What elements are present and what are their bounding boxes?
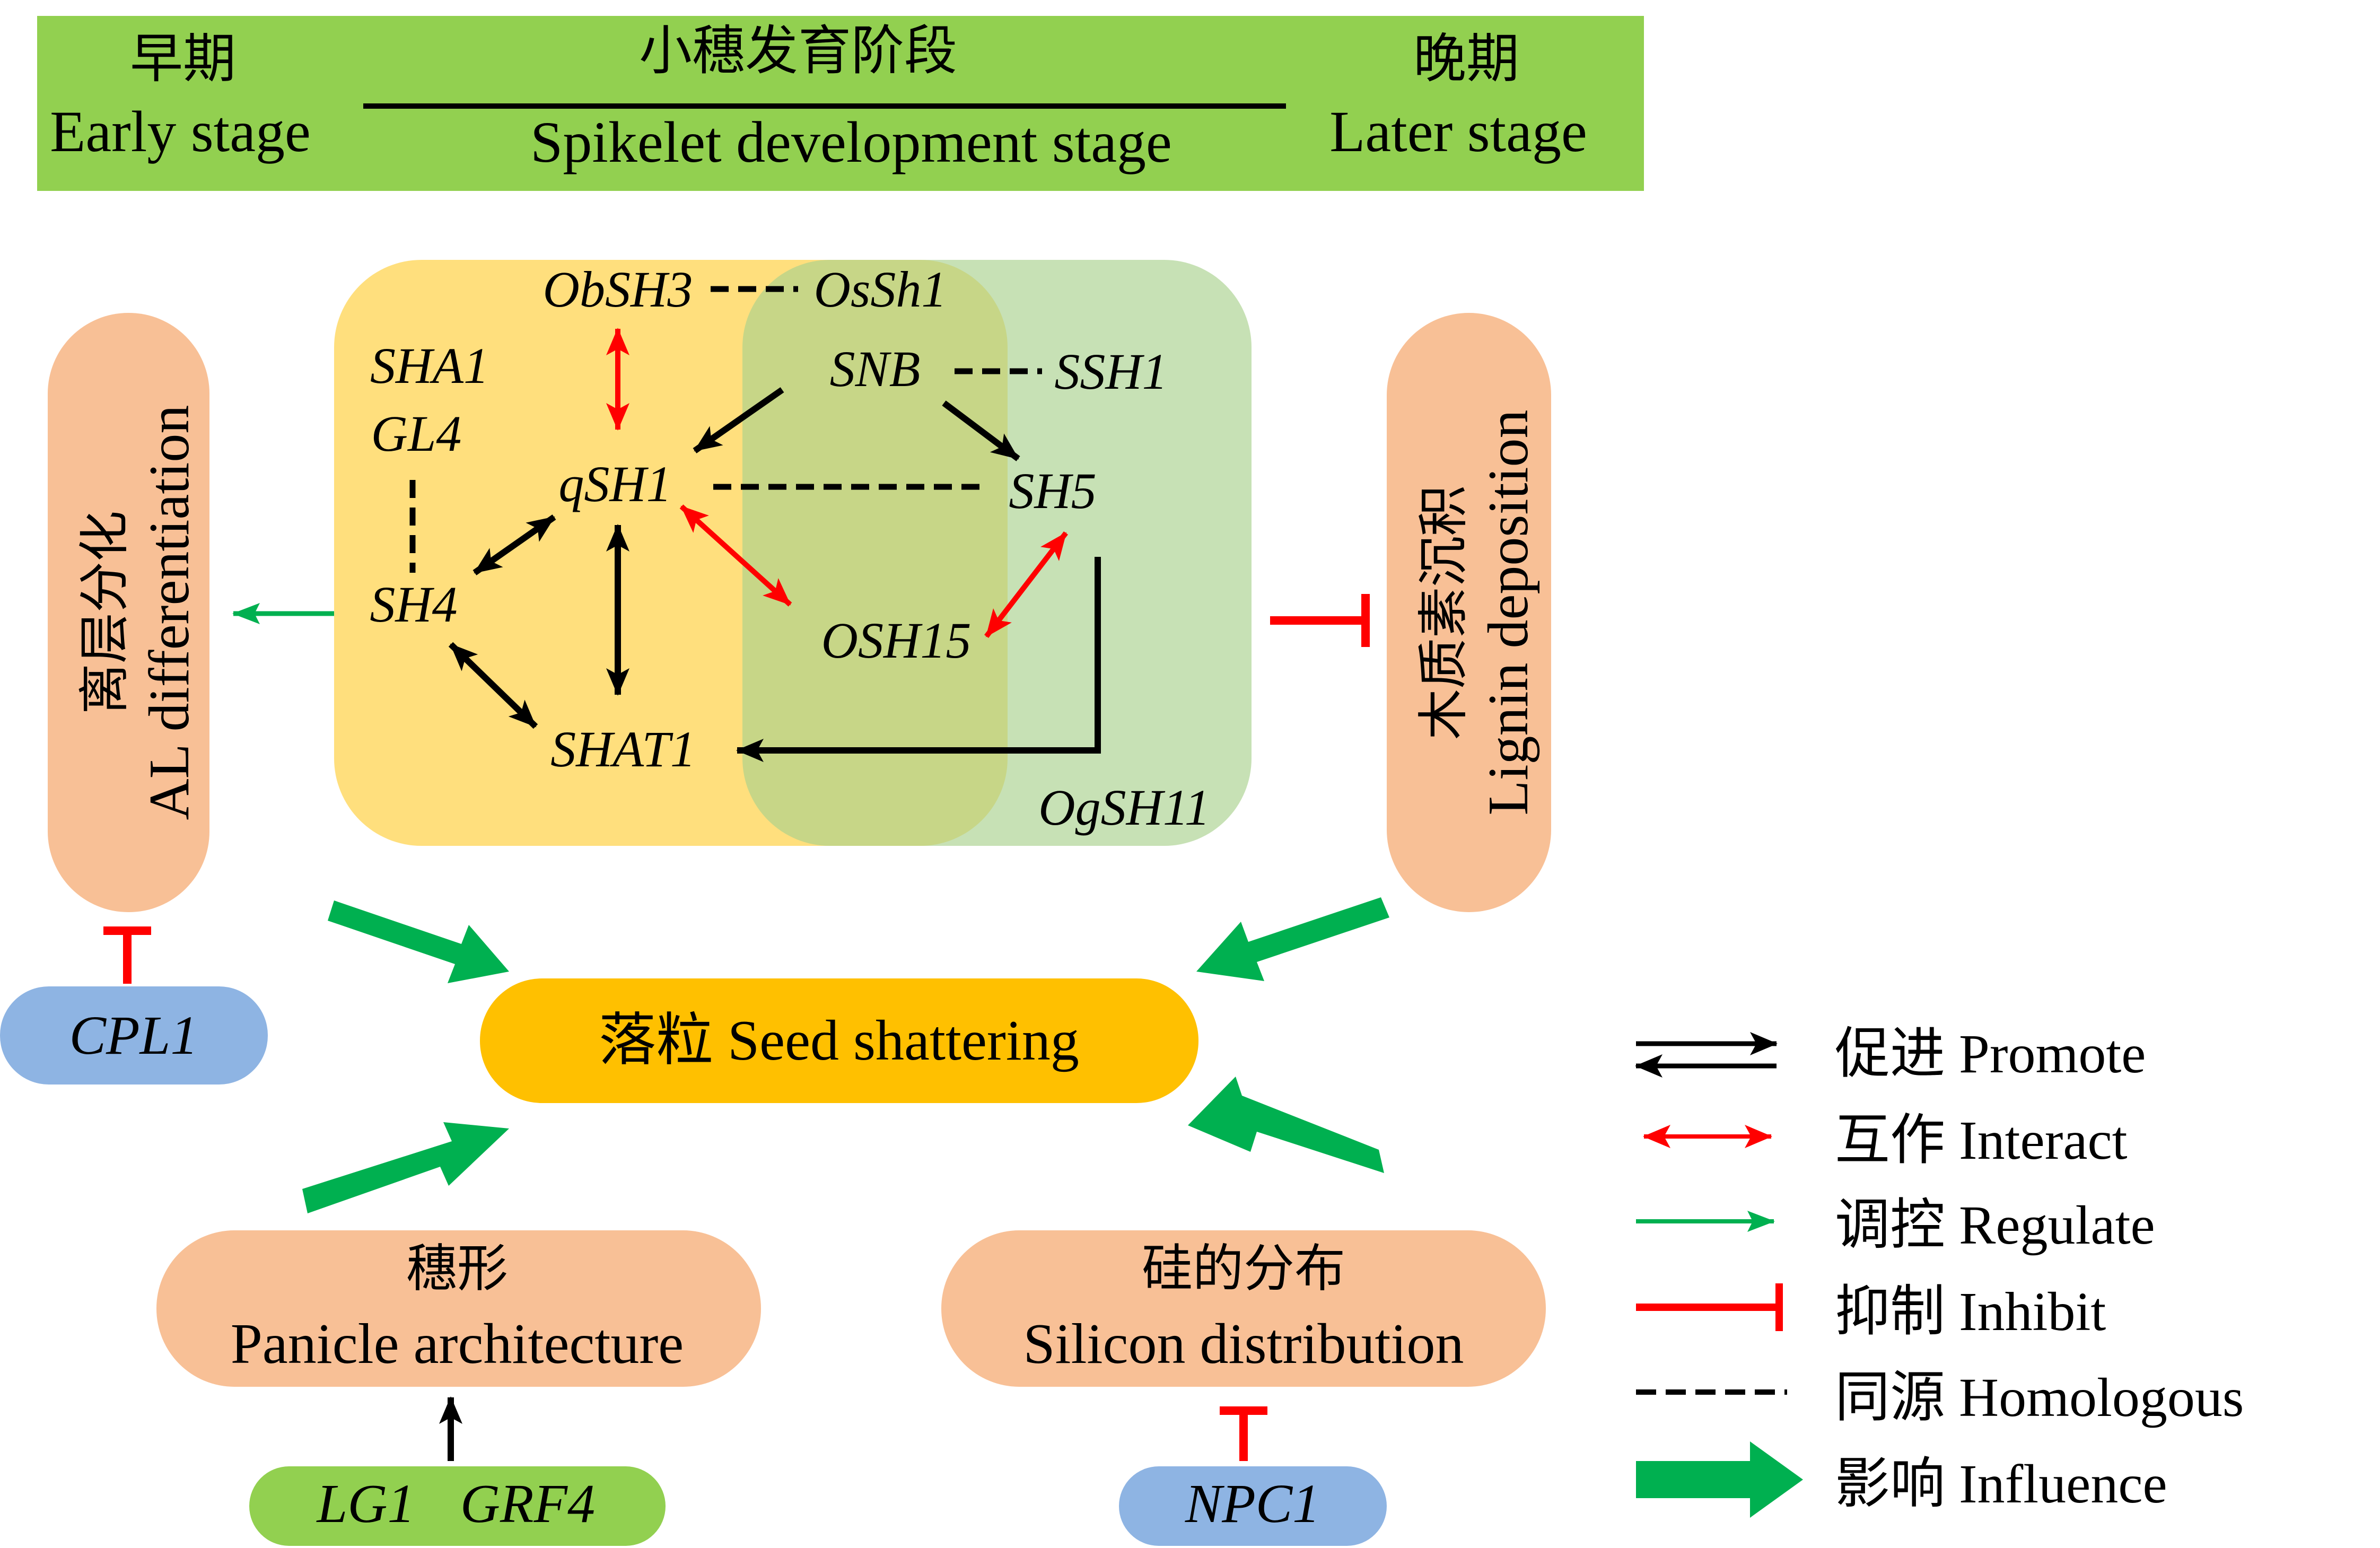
influence-arrow-al-to-shattering [328, 900, 509, 983]
gene-snb: SNB [830, 340, 921, 397]
later-stage-network-box [742, 260, 1252, 846]
gene-sha1: SHA1 [370, 337, 489, 394]
spikelet-stage-zh: 小穗发育阶段 [639, 20, 957, 82]
lignin-deposition-zh: 木质素沉积 [1414, 485, 1473, 740]
legend-promote-label: 促进 Promote [1835, 1024, 2146, 1085]
al-differentiation-pill [48, 313, 209, 912]
legend: 促进 Promote 互作 Interact 调控 Regulate 抑制 In… [1635, 1024, 2244, 1518]
promote-arrow-snb-sh5 [942, 400, 1020, 461]
legend-homologous-label: 同源 Homologous [1835, 1367, 2244, 1428]
grf4-label: GRF4 [460, 1473, 595, 1534]
legend-inhibit-label: 抑制 Inhibit [1835, 1281, 2106, 1342]
promote-arrow-sh5-shat1 [736, 557, 1101, 762]
silicon-distribution-pill [941, 1230, 1546, 1387]
gene-osh15: OSH15 [821, 612, 972, 669]
gene-sh5: SH5 [1009, 462, 1096, 519]
lignin-deposition-pill [1387, 313, 1551, 912]
legend-influence-arrow [1636, 1441, 1803, 1518]
seed-shattering-pill [480, 978, 1198, 1103]
spikelet-stage-en: Spikelet development stage [530, 110, 1172, 174]
npc1-pill [1119, 1466, 1387, 1546]
panicle-architecture-zh: 穗形 [406, 1239, 508, 1298]
gene-ssh1: SSH1 [1054, 343, 1167, 400]
lg1-label: LG1 [316, 1473, 415, 1534]
gene-ossh1: OsSh1 [814, 261, 947, 318]
cpl1-pill [0, 986, 268, 1085]
silicon-distribution-en: Silicon distribution [1023, 1313, 1464, 1376]
influence-arrow-lignin-to-shattering [1196, 897, 1389, 981]
influence-arrow-panicle-to-shattering [302, 1122, 509, 1213]
gene-sh4: SH4 [370, 576, 457, 633]
silicon-distribution-zh: 硅的分布 [1142, 1239, 1345, 1298]
lignin-deposition-en: Lignin deposition [1477, 410, 1540, 816]
early-stage-zh: 早期 [130, 28, 236, 90]
legend-regulate-label: 调控 Regulate [1835, 1195, 2155, 1256]
later-stage-en: Later stage [1329, 99, 1587, 164]
promote-arrow-qsh1-sh4 [472, 514, 556, 575]
early-stage-en: Early stage [50, 99, 311, 164]
al-differentiation-en: AL differentiation [138, 405, 201, 820]
lg1-grf4-pill [249, 1466, 666, 1546]
gene-ogsh11: OgSH11 [1038, 779, 1210, 836]
gene-shat1: SHAT1 [550, 721, 696, 777]
seed-shattering-label: 落粒 Seed shattering [599, 1009, 1079, 1072]
npc1-label: NPC1 [1185, 1473, 1320, 1534]
interact-arrow-qsh1-osh15 [679, 504, 792, 607]
legend-influence-label: 影响 Influence [1835, 1454, 2167, 1515]
gene-qsh1: qSH1 [558, 456, 671, 512]
panicle-architecture-en: Panicle architecture [231, 1313, 684, 1376]
legend-interact-label: 互作 Interact [1835, 1110, 2128, 1171]
panicle-architecture-pill [156, 1230, 761, 1387]
gene-obsh3: ObSH3 [543, 261, 693, 318]
promote-arrow-snb-qsh1 [693, 387, 784, 453]
gene-gl4: GL4 [371, 405, 462, 462]
interact-arrow-osh15-sh5 [984, 531, 1068, 639]
cpl1-label: CPL1 [69, 1005, 198, 1066]
promote-arrow-sh4-shat1 [448, 642, 538, 729]
later-stage-zh: 晚期 [1413, 28, 1519, 90]
al-differentiation-zh: 离层分化 [75, 511, 134, 714]
influence-arrow-silicon-to-shattering [1188, 1077, 1384, 1173]
